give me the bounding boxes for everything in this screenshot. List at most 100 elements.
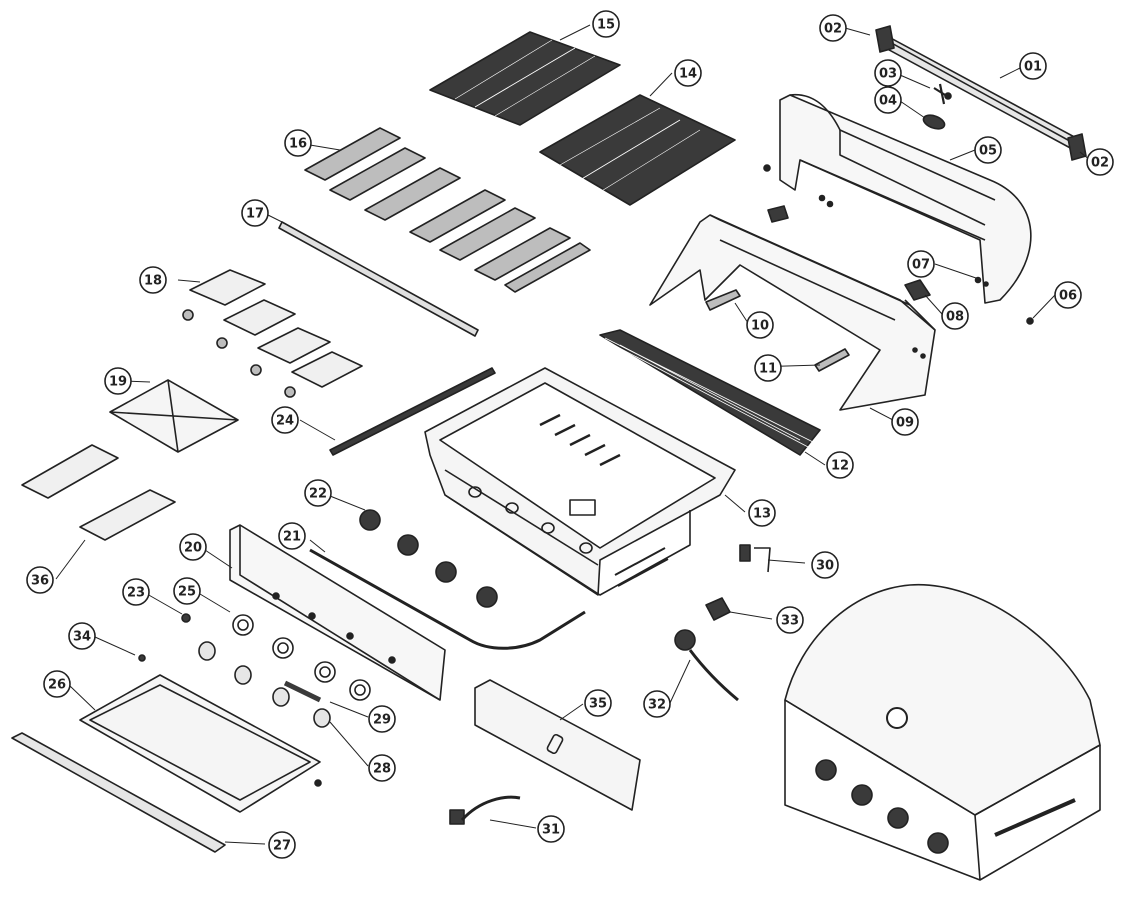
- callout-17: 17: [241, 199, 269, 227]
- part-rotisserie-clip: [815, 349, 849, 371]
- callout-circle: [746, 311, 774, 339]
- callout-05: 05: [974, 136, 1002, 164]
- callout-number: 16: [289, 137, 307, 152]
- part-hood-mount: [768, 206, 788, 222]
- callout-25: 25: [173, 577, 201, 605]
- callout-number: 21: [283, 530, 301, 545]
- callout-02b: 02: [1086, 148, 1114, 176]
- callout-circle: [819, 14, 847, 42]
- callout-number: 02: [1091, 156, 1109, 171]
- callout-34: 34: [68, 622, 96, 650]
- callout-number: 08: [946, 310, 964, 325]
- callout-number: 27: [273, 839, 291, 854]
- callout-circle: [104, 367, 132, 395]
- callout-number: 01: [1024, 60, 1042, 75]
- callout-circle: [368, 754, 396, 782]
- part-heat-shield-bracket: [706, 290, 740, 310]
- callout-circle: [271, 406, 299, 434]
- callout-circle: [139, 266, 167, 294]
- callout-14: 14: [674, 59, 702, 87]
- callout-circle: [278, 522, 306, 550]
- callout-number: 33: [781, 614, 799, 629]
- callout-circle: [874, 59, 902, 87]
- part-cooking-grate-right: [540, 95, 735, 205]
- callout-circle: [1019, 52, 1047, 80]
- callout-circle: [1086, 148, 1114, 176]
- callout-circle: [776, 606, 804, 634]
- callout-24: 24: [271, 406, 299, 434]
- callout-circle: [173, 577, 201, 605]
- callout-06: 06: [1054, 281, 1082, 309]
- callout-33: 33: [776, 606, 804, 634]
- part-gas-regulator-hose: [675, 630, 738, 700]
- callout-number: 23: [127, 586, 145, 601]
- callout-number: 14: [679, 67, 697, 82]
- callout-01: 01: [1019, 52, 1047, 80]
- part-crossover-rod: [330, 368, 495, 455]
- callout-29: 29: [368, 705, 396, 733]
- callout-number: 03: [879, 67, 897, 82]
- callout-23: 23: [122, 578, 150, 606]
- callout-circle: [304, 479, 332, 507]
- part-regulator-switch: [450, 797, 520, 824]
- part-igniter-module: [740, 545, 770, 572]
- part-side-rail: [279, 222, 478, 336]
- part-assembled-grill: [785, 585, 1100, 880]
- part-drip-tray: [80, 675, 321, 812]
- callout-circle: [891, 408, 919, 436]
- callout-number: 18: [144, 274, 162, 289]
- callout-number: 20: [184, 541, 202, 556]
- callout-layer: 0102020304050607080910111213141516171819…: [26, 10, 1114, 859]
- part-hood-washer: [976, 278, 989, 287]
- callout-circle: [584, 689, 612, 717]
- callout-number: 10: [751, 319, 769, 334]
- callout-04: 04: [874, 86, 902, 114]
- callout-circle: [907, 250, 935, 278]
- callout-36: 36: [26, 566, 54, 594]
- part-gas-valves: [360, 510, 497, 607]
- callout-32: 32: [643, 690, 671, 718]
- callout-number: 24: [276, 414, 294, 429]
- callout-number: 35: [589, 697, 607, 712]
- callout-number: 02: [824, 22, 842, 37]
- callout-circle: [592, 10, 620, 38]
- callout-circle: [974, 136, 1002, 164]
- part-flame-tamers: [305, 128, 590, 292]
- callout-circle: [43, 670, 71, 698]
- callout-number: 29: [373, 713, 391, 728]
- callout-02a: 02: [819, 14, 847, 42]
- callout-18: 18: [139, 266, 167, 294]
- callout-12: 12: [826, 451, 854, 479]
- part-gas-manifold: [310, 550, 585, 648]
- callout-27: 27: [268, 831, 296, 859]
- callout-07: 07: [907, 250, 935, 278]
- callout-number: 30: [816, 559, 834, 574]
- callout-circle: [284, 129, 312, 157]
- leader-lines: [55, 24, 1091, 845]
- callout-circle: [26, 566, 54, 594]
- callout-28: 28: [368, 754, 396, 782]
- callout-circle: [122, 578, 150, 606]
- callout-number: 12: [831, 459, 849, 474]
- callout-circle: [748, 499, 776, 527]
- callout-number: 17: [246, 207, 264, 222]
- part-inner-hood: [650, 215, 935, 410]
- callout-35: 35: [584, 689, 612, 717]
- callout-11: 11: [754, 354, 782, 382]
- callout-number: 19: [109, 375, 127, 390]
- part-ignition-block: [706, 598, 730, 620]
- callout-19: 19: [104, 367, 132, 395]
- callout-number: 11: [759, 362, 777, 377]
- part-hood-outer: [764, 95, 1031, 303]
- callout-circle: [179, 533, 207, 561]
- callout-circle: [537, 815, 565, 843]
- callout-circle: [268, 831, 296, 859]
- callout-10: 10: [746, 311, 774, 339]
- callout-21: 21: [278, 522, 306, 550]
- callout-number: 32: [648, 698, 666, 713]
- part-thermometer: [922, 113, 947, 132]
- callout-number: 25: [178, 585, 196, 600]
- part-grease-tray: [110, 380, 238, 452]
- callout-number: 31: [542, 823, 560, 838]
- callout-number: 15: [597, 18, 615, 33]
